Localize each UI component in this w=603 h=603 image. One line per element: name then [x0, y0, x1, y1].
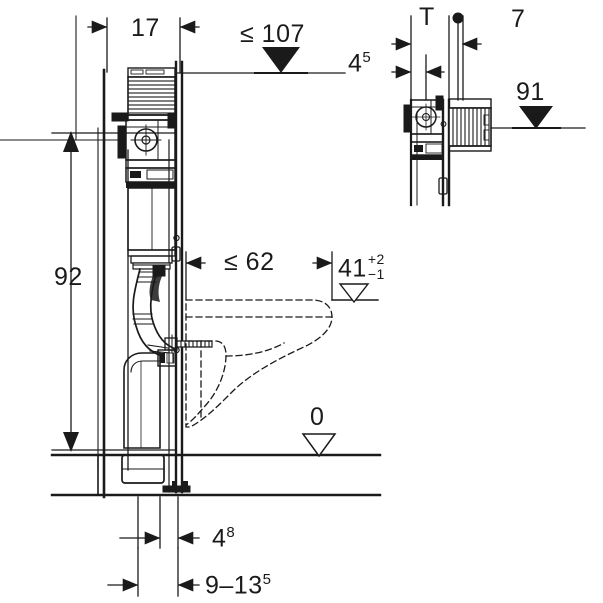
detail-level-91	[490, 106, 586, 129]
installation-frame	[127, 60, 191, 494]
dimension-17	[87, 17, 200, 73]
dimension-label-9-13: 9–135	[205, 572, 271, 598]
dimension-label-41: 41+2−1	[338, 252, 385, 282]
level-marker-107	[175, 47, 346, 74]
dimension-label-92: 92	[54, 263, 83, 291]
dimension-48	[119, 496, 200, 549]
dimension-label-107: ≤ 107	[240, 20, 305, 48]
dimension-label-913-base: 9–13	[205, 571, 263, 600]
dimension-label-0: 0	[310, 403, 325, 431]
detail-view-flush-plate	[448, 98, 492, 152]
tolerance-plus: +2	[367, 251, 385, 267]
detail-dimensions	[391, 12, 482, 101]
dimension-label-91: 91	[516, 78, 545, 106]
dimension-label-45-base: 4	[348, 49, 363, 78]
dimension-tolerance-41: +2−1	[368, 252, 385, 281]
inspection-opening-assembly	[111, 112, 177, 188]
dimension-92	[51, 131, 177, 452]
level-marker-0	[301, 433, 337, 458]
detail-view-valve-box	[403, 95, 444, 206]
wall-and-floor-lines	[50, 68, 382, 499]
dimension-label-41-value: 41	[338, 254, 367, 283]
dimension-62	[185, 251, 333, 301]
dimension-label-17: 17	[131, 14, 160, 42]
tolerance-minus: −1	[367, 265, 385, 282]
waste-bend-assembly	[121, 334, 213, 484]
leader-lines	[0, 15, 119, 141]
dimension-label-48-base: 4	[212, 524, 227, 553]
dimension-9-13	[107, 547, 200, 597]
dimension-label-7: 7	[511, 5, 526, 33]
actuator-housing	[127, 67, 176, 121]
dimension-label-48: 48	[212, 525, 235, 551]
dimension-label-913-sup: 5	[262, 571, 272, 588]
dimension-label-62: ≤ 62	[224, 248, 275, 276]
level-marker-41	[331, 283, 379, 304]
wc-bowl-outline	[185, 299, 333, 428]
dimension-label-T: T	[419, 3, 435, 31]
dimension-label-48-sup: 8	[226, 524, 236, 541]
dimension-label-45: 45	[348, 50, 371, 76]
concealed-cistern	[127, 187, 176, 270]
dimension-label-45-sup: 5	[362, 49, 372, 66]
